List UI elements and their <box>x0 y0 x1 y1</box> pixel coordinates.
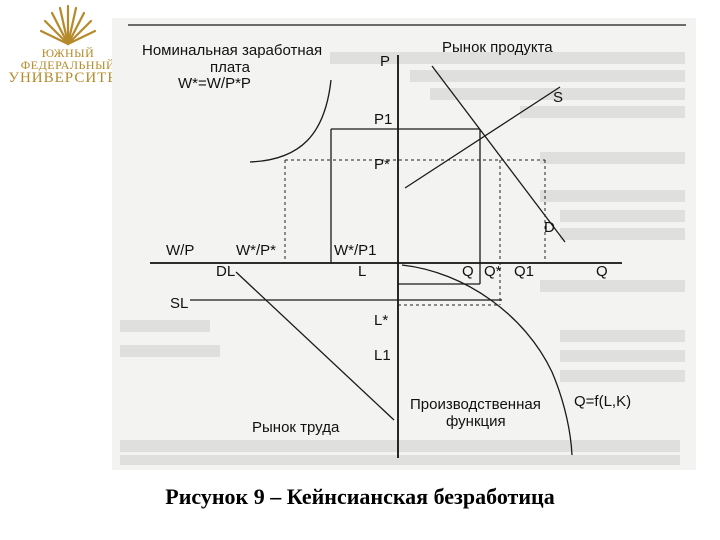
nominal-wage-formula: W*=W/P*P <box>178 75 251 92</box>
axis-label-p: P <box>380 53 390 70</box>
figure-caption: Рисунок 9 – Кейнсианская безработица <box>165 484 555 509</box>
production-function-title: Производственная <box>410 396 541 413</box>
sunburst-icon <box>39 4 97 46</box>
axis-label-wstar-over-p1: W*/P1 <box>334 242 377 259</box>
curve-label-d: D <box>544 219 555 236</box>
labor-demand-curve <box>235 271 395 421</box>
axis-label-l1: L1 <box>374 347 391 364</box>
axis-label-l: L <box>358 263 366 280</box>
axis-label-lstar: L* <box>374 312 388 329</box>
curve-label-dl: DL <box>216 263 235 280</box>
axis-label-wstar-over-pstar: W*/P* <box>236 242 276 259</box>
labor-market-title: Рынок труда <box>252 419 340 436</box>
production-function-formula: Q=f(L,K) <box>574 393 631 410</box>
university-logo: ЮЖНЫЙ ФЕДЕРАЛЬНЫЙ УНИВЕРСИТЕТ <box>4 2 132 88</box>
product-market-title: Рынок продукта <box>442 39 553 56</box>
axis-label-qstar: Q* <box>484 263 502 280</box>
scanned-page <box>112 18 696 470</box>
curve-label-s: S <box>553 89 563 106</box>
axis-label-q1: Q1 <box>514 263 534 280</box>
demand-curve-d <box>431 65 566 243</box>
logo-text-line2: ФЕДЕРАЛЬНЫЙ <box>20 58 116 72</box>
curve-label-sl: SL <box>170 295 188 312</box>
axis-label-p1: P1 <box>374 111 392 128</box>
axis-label-q: Q <box>462 263 474 280</box>
logo-text-line3: УНИВЕРСИТЕТ <box>8 70 128 86</box>
production-function-title-2: функция <box>446 413 506 430</box>
nominal-wage-title: Номинальная заработная <box>142 42 322 59</box>
nominal-wage-curve <box>249 79 332 163</box>
axis-label-q-right: Q <box>596 263 608 280</box>
logo-text-line1: ЮЖНЫЙ <box>41 46 95 60</box>
axis-label-w-over-p: W/P <box>166 242 194 259</box>
production-function-curve <box>401 264 573 456</box>
supply-curve-s <box>404 86 561 189</box>
axis-label-pstar: P* <box>374 156 390 173</box>
faded-background-text <box>120 52 685 465</box>
nominal-wage-title-2: плата <box>210 59 251 76</box>
